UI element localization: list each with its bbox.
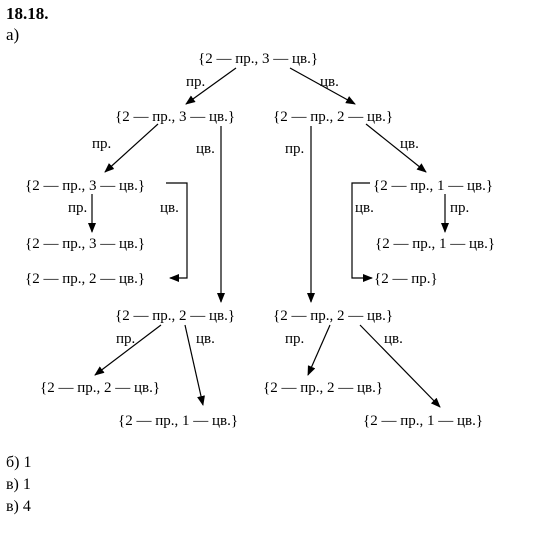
label-r1-rm: пр.	[285, 141, 304, 157]
edge-ll2-ll4	[166, 182, 188, 282]
edge-root-l1	[185, 67, 237, 105]
label-l1-ll2: пр.	[92, 136, 111, 152]
edge-root-r1	[289, 67, 356, 105]
label-lm-lmr: цв.	[196, 331, 215, 347]
edge-rm-rmr	[359, 324, 441, 408]
label-rr2-rr3: пр.	[450, 200, 469, 216]
node-lm-l: {2 — пр., 2 — цв.}	[40, 380, 160, 396]
label-root-l1: пр.	[186, 74, 205, 90]
edge-rr2-rr4	[351, 182, 373, 282]
node-root: {2 — пр., 3 — цв.}	[198, 51, 318, 67]
answers-list: б) 1 в) 1 в) 4	[6, 452, 31, 518]
answer-b: б) 1	[6, 454, 32, 471]
node-r1: {2 — пр., 2 — цв.}	[273, 109, 393, 125]
node-lm-r: {2 — пр., 1 — цв.}	[118, 413, 238, 429]
label-rr2-rr4: цв.	[355, 200, 374, 216]
answer-v2: в) 4	[6, 498, 31, 515]
edge-lm-lml	[94, 324, 162, 376]
label-ll2-ll4: цв.	[160, 200, 179, 216]
edge-rm-rml	[307, 324, 331, 376]
node-ll2: {2 — пр., 3 — цв.}	[25, 178, 145, 194]
node-ll4: {2 — пр., 2 — цв.}	[25, 271, 145, 287]
node-rm-r: {2 — пр., 1 — цв.}	[363, 413, 483, 429]
node-rm-l: {2 — пр., 2 — цв.}	[263, 380, 383, 396]
label-rm-rml: пр.	[285, 331, 304, 347]
node-rr4: {2 — пр.}	[374, 271, 438, 287]
label-r1-rr2: цв.	[400, 136, 419, 152]
node-rr3: {2 — пр., 1 — цв.}	[375, 236, 495, 252]
node-l1: {2 — пр., 3 — цв.}	[115, 109, 235, 125]
label-root-r1: цв.	[320, 74, 339, 90]
label-lm-lml: пр.	[116, 331, 135, 347]
edge-l1-ll2	[104, 123, 159, 173]
answer-v1: в) 1	[6, 476, 31, 493]
node-rr2: {2 — пр., 1 — цв.}	[373, 178, 493, 194]
label-ll2-ll3: пр.	[68, 200, 87, 216]
node-lm: {2 — пр., 2 — цв.}	[115, 308, 235, 324]
problem-number: 18.18.	[6, 4, 49, 23]
edge-r1-rr2	[365, 123, 427, 173]
node-rm: {2 — пр., 2 — цв.}	[273, 308, 393, 324]
part-a-label: а)	[6, 25, 20, 44]
probability-tree-diagram: {2 — пр., 3 — цв.} {2 — пр., 3 — цв.} {2…	[25, 51, 495, 429]
label-rm-rmr: цв.	[384, 331, 403, 347]
label-l1-lm: цв.	[196, 141, 215, 157]
node-ll3: {2 — пр., 3 — цв.}	[25, 236, 145, 252]
edge-lm-lmr	[184, 324, 205, 406]
